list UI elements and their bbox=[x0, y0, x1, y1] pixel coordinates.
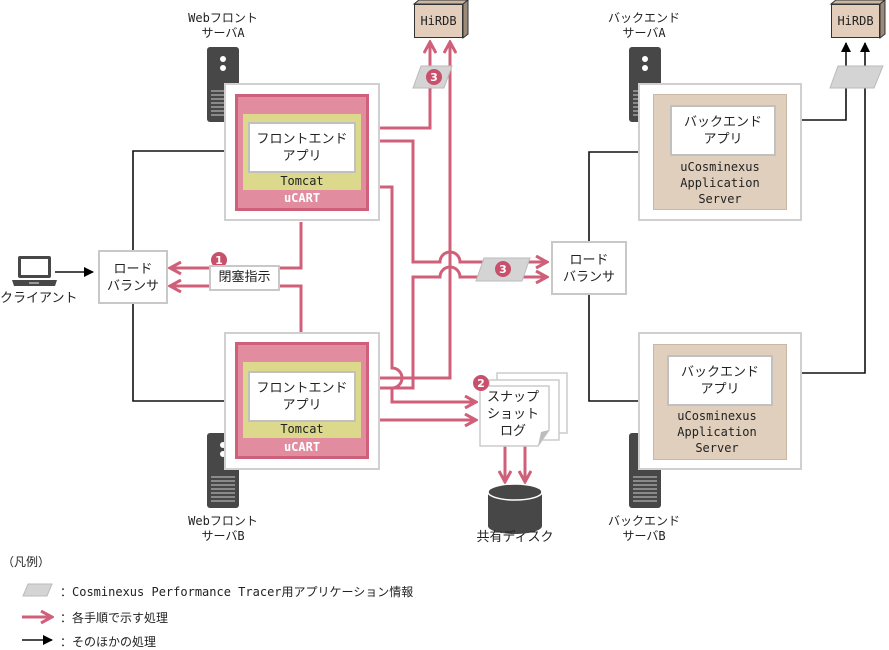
backend-app-a[interactable]: バックエンド アプリ bbox=[670, 105, 776, 156]
front-app-a[interactable]: フロントエンド アプリ bbox=[248, 122, 356, 173]
front-app-a-line1: フロントエンド bbox=[256, 131, 348, 147]
front-a-to-back-lb-arrow bbox=[356, 139, 547, 262]
web-front-b-line1: Webフロント bbox=[188, 514, 258, 528]
backend-a-line2: サーバA bbox=[622, 26, 666, 40]
app-server-a-line3: Server bbox=[698, 192, 742, 206]
laptop-icon bbox=[12, 256, 57, 286]
lb-front-line1: ロード bbox=[113, 262, 153, 277]
shared-disk-icon bbox=[487, 483, 543, 534]
lb-front-line2: バランサ bbox=[106, 279, 159, 294]
snapshot-line2: ショット bbox=[486, 407, 539, 422]
app-server-a-line2: Application bbox=[680, 176, 760, 190]
lb-to-back-b-arrow bbox=[588, 294, 651, 406]
lb-to-front-b-arrow bbox=[132, 304, 242, 406]
ucart-b-label: uCART bbox=[283, 440, 321, 454]
app-server-a-line1: uCosminexus bbox=[680, 160, 760, 174]
lb-to-back-a-arrow bbox=[588, 147, 651, 242]
ucart-a-label: uCART bbox=[283, 191, 321, 205]
lb-back-line2: バランサ bbox=[562, 270, 615, 285]
client-label: クライアント bbox=[0, 291, 78, 306]
backend-app-a-line2: アプリ bbox=[703, 131, 743, 147]
step1-badge: 1 bbox=[211, 252, 227, 268]
process-lines bbox=[170, 42, 547, 482]
svg-text:1: 1 bbox=[215, 254, 223, 267]
hirdb-back: HiRDB bbox=[831, 4, 880, 38]
web-front-b-line2: サーバB bbox=[201, 529, 245, 543]
tracer-info-hirdb-back bbox=[829, 65, 884, 89]
front-b-to-back-lb-arrow bbox=[356, 265, 547, 390]
snapshot-log-icon bbox=[479, 372, 568, 447]
step3-badge-lb: 3 bbox=[495, 261, 511, 277]
front-a-to-snapshot-arrow bbox=[372, 185, 476, 402]
web-front-a-line2: サーバA bbox=[201, 26, 245, 40]
tomcat-b-label: Tomcat bbox=[280, 422, 324, 436]
svg-text:3: 3 bbox=[430, 71, 438, 84]
lb-back-line1: ロード bbox=[569, 253, 609, 268]
backend-a-label: バックエンド サーバA bbox=[602, 11, 686, 41]
app-server-a-label: uCosminexus Application Server bbox=[653, 159, 787, 207]
front-b-to-hirdb-arrow bbox=[356, 42, 450, 380]
app-server-b-line3: Server bbox=[695, 441, 739, 455]
web-front-a-label: Webフロント サーバA bbox=[183, 11, 263, 41]
app-server-b-line2: Application bbox=[677, 425, 757, 439]
backend-b-line1: バックエンド bbox=[607, 514, 680, 528]
backend-b-label: バックエンド サーバB bbox=[602, 514, 686, 544]
legend-parallelogram-icon bbox=[22, 583, 53, 597]
backend-a-line1: バックエンド bbox=[607, 11, 680, 25]
app-server-b-line1: uCosminexus bbox=[677, 409, 757, 423]
front-app-b-line2: アプリ bbox=[282, 397, 322, 413]
backend-app-b-line1: バックエンド bbox=[680, 364, 759, 380]
load-balancer-front[interactable]: ロード バランサ bbox=[98, 250, 168, 304]
shared-disk-label: 共有ディスク bbox=[476, 530, 554, 545]
legend-title: （凡例） bbox=[2, 555, 51, 569]
hirdb-front: HiRDB bbox=[414, 4, 463, 38]
snapshot-log-label: スナップ ショット ログ bbox=[480, 389, 546, 440]
load-balancer-back[interactable]: ロード バランサ bbox=[551, 241, 627, 295]
front-app-b-line1: フロントエンド bbox=[256, 380, 348, 396]
front-a-to-block-line bbox=[280, 222, 303, 270]
tomcat-a-label: Tomcat bbox=[280, 174, 324, 188]
step3-badge-hirdb: 3 bbox=[426, 69, 442, 85]
back-b-to-hirdb-arrow bbox=[786, 42, 870, 374]
backend-app-b[interactable]: バックエンド アプリ bbox=[667, 355, 773, 406]
backend-b-line2: サーバB bbox=[622, 529, 666, 543]
backend-app-a-line1: バックエンド bbox=[683, 114, 762, 130]
web-front-b-label: Webフロント サーバB bbox=[183, 514, 263, 544]
front-app-a-line2: アプリ bbox=[282, 148, 322, 164]
backend-app-b-line2: アプリ bbox=[700, 381, 740, 397]
snapshot-line3: ログ bbox=[499, 424, 526, 439]
lb-to-front-a-arrow bbox=[132, 146, 242, 250]
legend-item-other: ：そのほかの処理 bbox=[60, 635, 157, 649]
front-app-b[interactable]: フロントエンド アプリ bbox=[248, 371, 356, 422]
web-front-a-line1: Webフロント bbox=[188, 11, 258, 25]
step2-badge: 2 bbox=[473, 375, 489, 391]
block-instruction-box: 閉塞指示 bbox=[209, 265, 280, 291]
svg-text:3: 3 bbox=[499, 263, 507, 276]
legend-item-process: ：各手順で示す処理 bbox=[60, 611, 169, 625]
app-server-b-label: uCosminexus Application Server bbox=[650, 408, 784, 456]
svg-text:2: 2 bbox=[477, 377, 485, 390]
front-b-to-block-line bbox=[280, 284, 303, 333]
snapshot-line1: スナップ bbox=[486, 390, 539, 405]
legend-item-info: ：Cosminexus Performance Tracer用アプリケーション情… bbox=[60, 585, 414, 599]
